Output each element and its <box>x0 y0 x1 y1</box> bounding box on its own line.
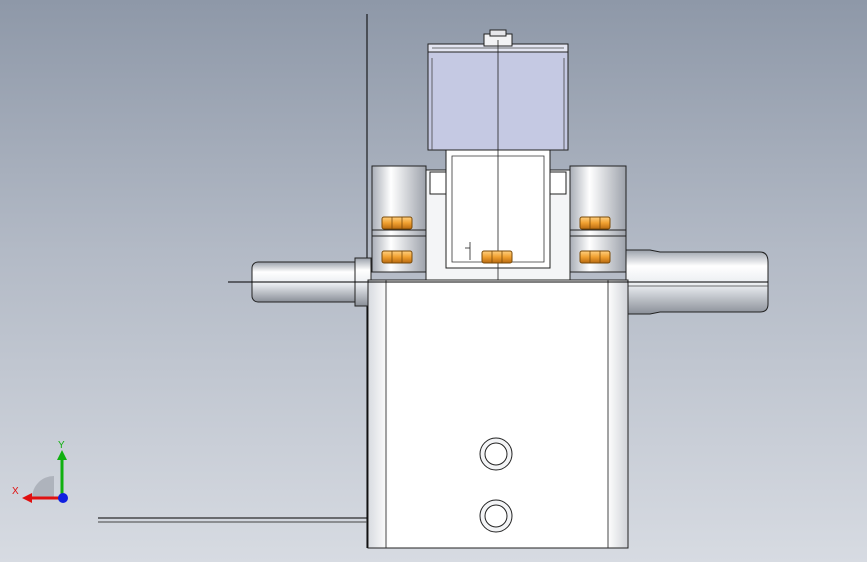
hex-nut-bottom-right <box>579 250 611 264</box>
bolt-hole-upper <box>479 437 513 471</box>
left-shaft <box>228 257 372 307</box>
hex-nut-bottom-center <box>481 250 513 264</box>
x-axis-label: X <box>12 486 19 497</box>
triad-plane-icon <box>32 476 54 498</box>
bolt-hole-lower <box>479 499 513 533</box>
orientation-triad: Y X <box>12 440 68 503</box>
right-shaft <box>625 249 769 315</box>
y-axis-label: Y <box>58 440 65 451</box>
hex-nut-top-left <box>381 216 413 230</box>
hex-nut-bottom-left <box>381 250 413 264</box>
hex-nut-top-right <box>579 216 611 230</box>
z-axis-dot-icon <box>58 493 68 503</box>
center-frame <box>425 40 571 281</box>
